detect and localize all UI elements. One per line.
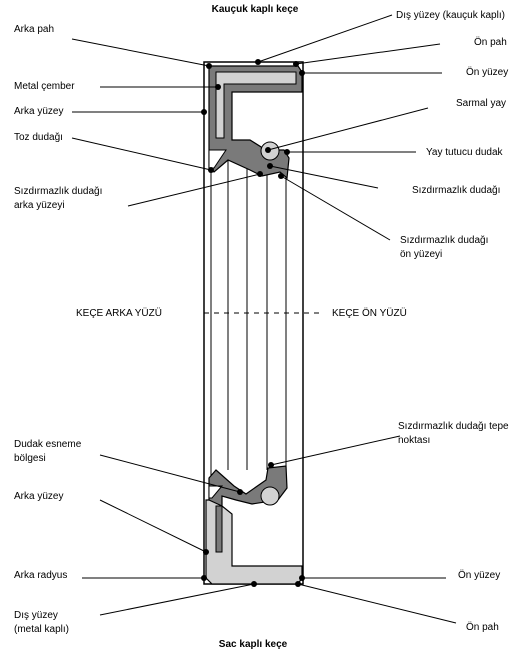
leader-lines	[71, 14, 457, 624]
shaft-lines	[210, 150, 287, 480]
label-on-pah-bottom: Ön pah	[466, 622, 499, 633]
label-dudak-esneme-line2: bölgesi	[14, 453, 46, 464]
label-sizdirmazlik-arka-line1: Sızdırmazlık dudağı	[14, 186, 103, 197]
title-bottom: Sac kaplı keçe	[218, 639, 288, 650]
label-sizdirmazlik-on-line2: ön yüzeyi	[400, 249, 443, 260]
label-on-pah-top: Ön pah	[474, 37, 507, 48]
label-metal-cember: Metal çember	[14, 81, 75, 92]
label-dis-yuzey-metal-line1: Dış yüzey	[14, 610, 58, 621]
label-sizdirmazlik-on-line1: Sızdırmazlık dudağı	[400, 235, 489, 246]
label-sizdirmazlik-arka-line2: arka yüzeyi	[14, 200, 65, 211]
label-toz-dudagi: Toz dudağı	[14, 132, 63, 143]
axis-front-label: KEÇE ÖN YÜZÜ	[332, 308, 407, 319]
label-tepe-line1: Sızdırmazlık dudağı tepe	[398, 421, 509, 432]
label-dis-yuzey-metal-line2: (metal kaplı)	[14, 624, 70, 635]
label-tepe-line2: noktası	[398, 435, 431, 446]
bottom-inner-rubber	[215, 505, 223, 553]
label-yay-tutucu: Yay tutucu dudak	[426, 147, 503, 158]
top-dust-lip-notch	[208, 149, 227, 169]
label-dudak-esneme-line1: Dudak esneme	[14, 439, 82, 450]
leader-dots	[201, 59, 305, 587]
label-arka-pah: Arka pah	[14, 24, 55, 35]
label-arka-radyus: Arka radyus	[14, 570, 68, 581]
label-sizdirmazlik-dudagi: Sızdırmazlık dudağı	[412, 185, 501, 196]
label-sarmal-yay: Sarmal yay	[456, 98, 507, 109]
label-arka-yuzey-bottom: Arka yüzey	[14, 491, 64, 502]
label-arka-yuzey-top: Arka yüzey	[14, 106, 64, 117]
top-metal-ring	[215, 71, 297, 139]
label-on-yuzey-top: Ön yüzey	[466, 67, 509, 78]
label-on-yuzey-bottom: Ön yüzey	[458, 570, 501, 581]
bottom-spring	[260, 486, 280, 506]
title-top: Kauçuk kaplı keçe	[211, 4, 299, 15]
axis-back-label: KEÇE ARKA YÜZÜ	[76, 308, 162, 319]
label-dis-yuzey-kaucuk: Dış yüzey (kauçuk kaplı)	[396, 10, 505, 21]
